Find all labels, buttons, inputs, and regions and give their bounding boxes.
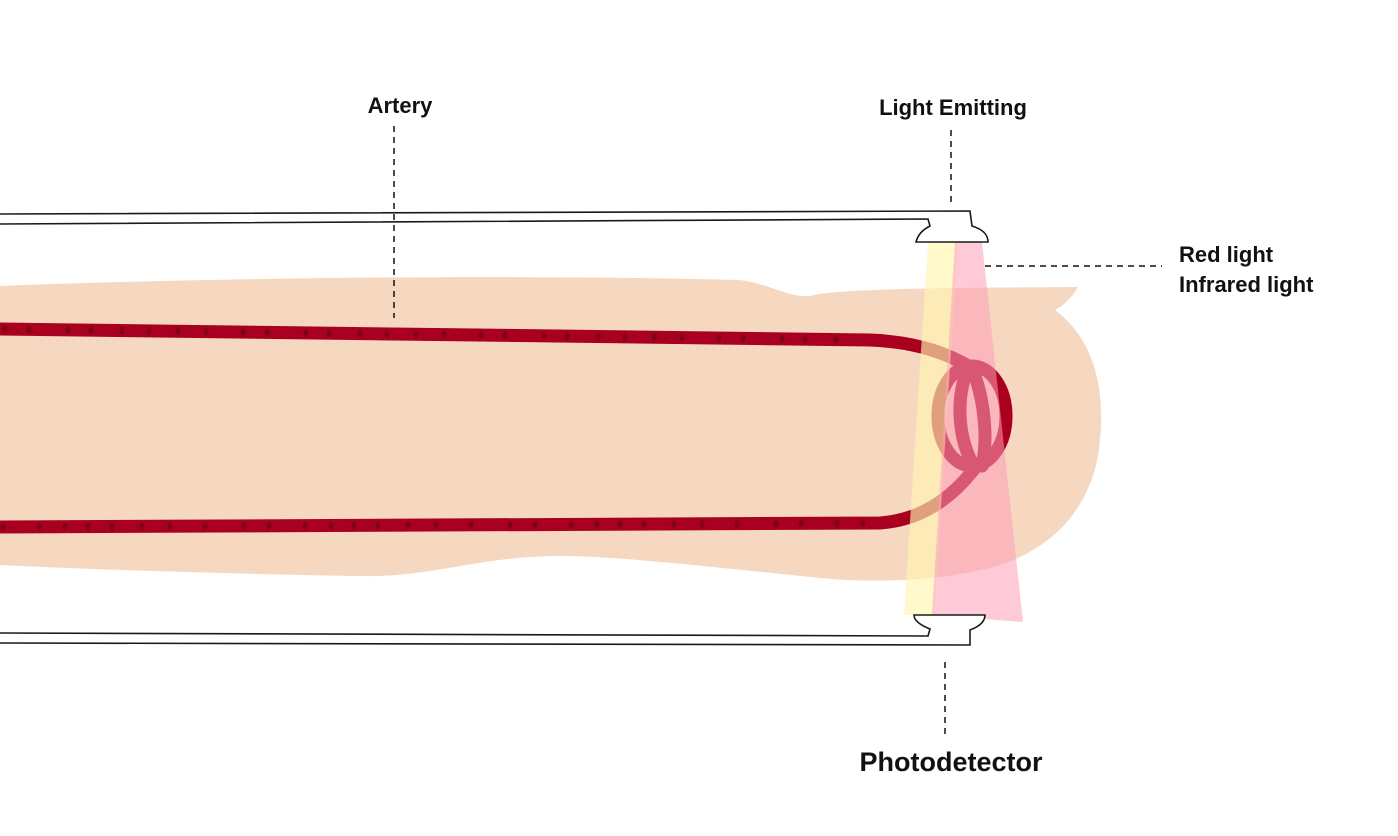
blood-cell: [175, 327, 181, 336]
blood-cell: [202, 522, 208, 531]
blood-cell: [88, 326, 94, 335]
photodetector-housing: [0, 614, 986, 646]
blood-cells: [0, 325, 866, 531]
blood-cell: [266, 521, 272, 530]
blood-cell: [622, 332, 628, 341]
leader-lines: [393, 126, 1162, 735]
blood-cell: [240, 328, 246, 337]
infrared-light-label: Infrared light: [1179, 272, 1314, 297]
blood-cell: [568, 520, 574, 529]
blood-cell: [833, 335, 839, 344]
blood-cell: [860, 519, 866, 528]
photodetector-label: Photodetector: [859, 747, 1042, 777]
blood-cell: [433, 521, 439, 530]
blood-cell: [413, 330, 419, 339]
blood-cell: [357, 329, 363, 338]
blood-cell: [167, 522, 173, 531]
blood-cell: [303, 328, 309, 337]
blood-cell: [734, 519, 740, 528]
finger-skin: [0, 277, 1102, 581]
blood-cell: [594, 520, 600, 529]
blood-cell: [798, 519, 804, 528]
blood-cell: [26, 325, 32, 334]
blood-cell: [740, 334, 746, 343]
blood-cell: [802, 335, 808, 344]
blood-cell: [716, 334, 722, 343]
blood-cell: [0, 522, 6, 531]
blood-cell: [85, 522, 91, 531]
blood-cell: [651, 333, 657, 342]
blood-cell: [773, 519, 779, 528]
blood-cell: [119, 326, 125, 335]
artery-label: Artery: [368, 93, 434, 118]
blood-cell: [679, 333, 685, 342]
blood-cell: [139, 522, 145, 531]
blood-cell: [302, 521, 308, 530]
blood-cell: [478, 331, 484, 340]
blood-cell: [564, 332, 570, 341]
blood-cell: [671, 519, 677, 528]
blood-cell: [468, 520, 474, 529]
blood-cell: [351, 521, 357, 530]
blood-cell: [834, 519, 840, 528]
blood-cell: [541, 331, 547, 340]
blood-cell: [779, 334, 785, 343]
blood-cell: [62, 522, 68, 531]
blood-cell: [502, 331, 508, 340]
blood-cell: [641, 520, 647, 529]
red-light-label: Red light: [1179, 242, 1274, 267]
blood-cell: [2, 325, 8, 334]
blood-cell: [36, 522, 42, 531]
red-light-beam: [932, 242, 1023, 622]
blood-cell: [405, 521, 411, 530]
light-emitting-label: Light Emitting: [879, 95, 1027, 120]
blood-cell: [328, 521, 334, 530]
blood-cell: [375, 521, 381, 530]
blood-cell: [241, 521, 247, 530]
blood-cell: [617, 520, 623, 529]
blood-cell: [65, 325, 71, 334]
blood-cell: [532, 520, 538, 529]
light-emitter-housing: [0, 210, 989, 243]
blood-cell: [441, 330, 447, 339]
blood-cell: [384, 329, 390, 338]
blood-cell: [595, 332, 601, 341]
blood-cell: [203, 327, 209, 336]
blood-cell: [109, 522, 115, 531]
blood-cell: [146, 326, 152, 335]
blood-cell: [264, 328, 270, 337]
blood-cell: [507, 520, 513, 529]
blood-cell: [326, 329, 332, 338]
infrared-light-beam: [904, 242, 958, 615]
blood-cell: [699, 519, 705, 528]
